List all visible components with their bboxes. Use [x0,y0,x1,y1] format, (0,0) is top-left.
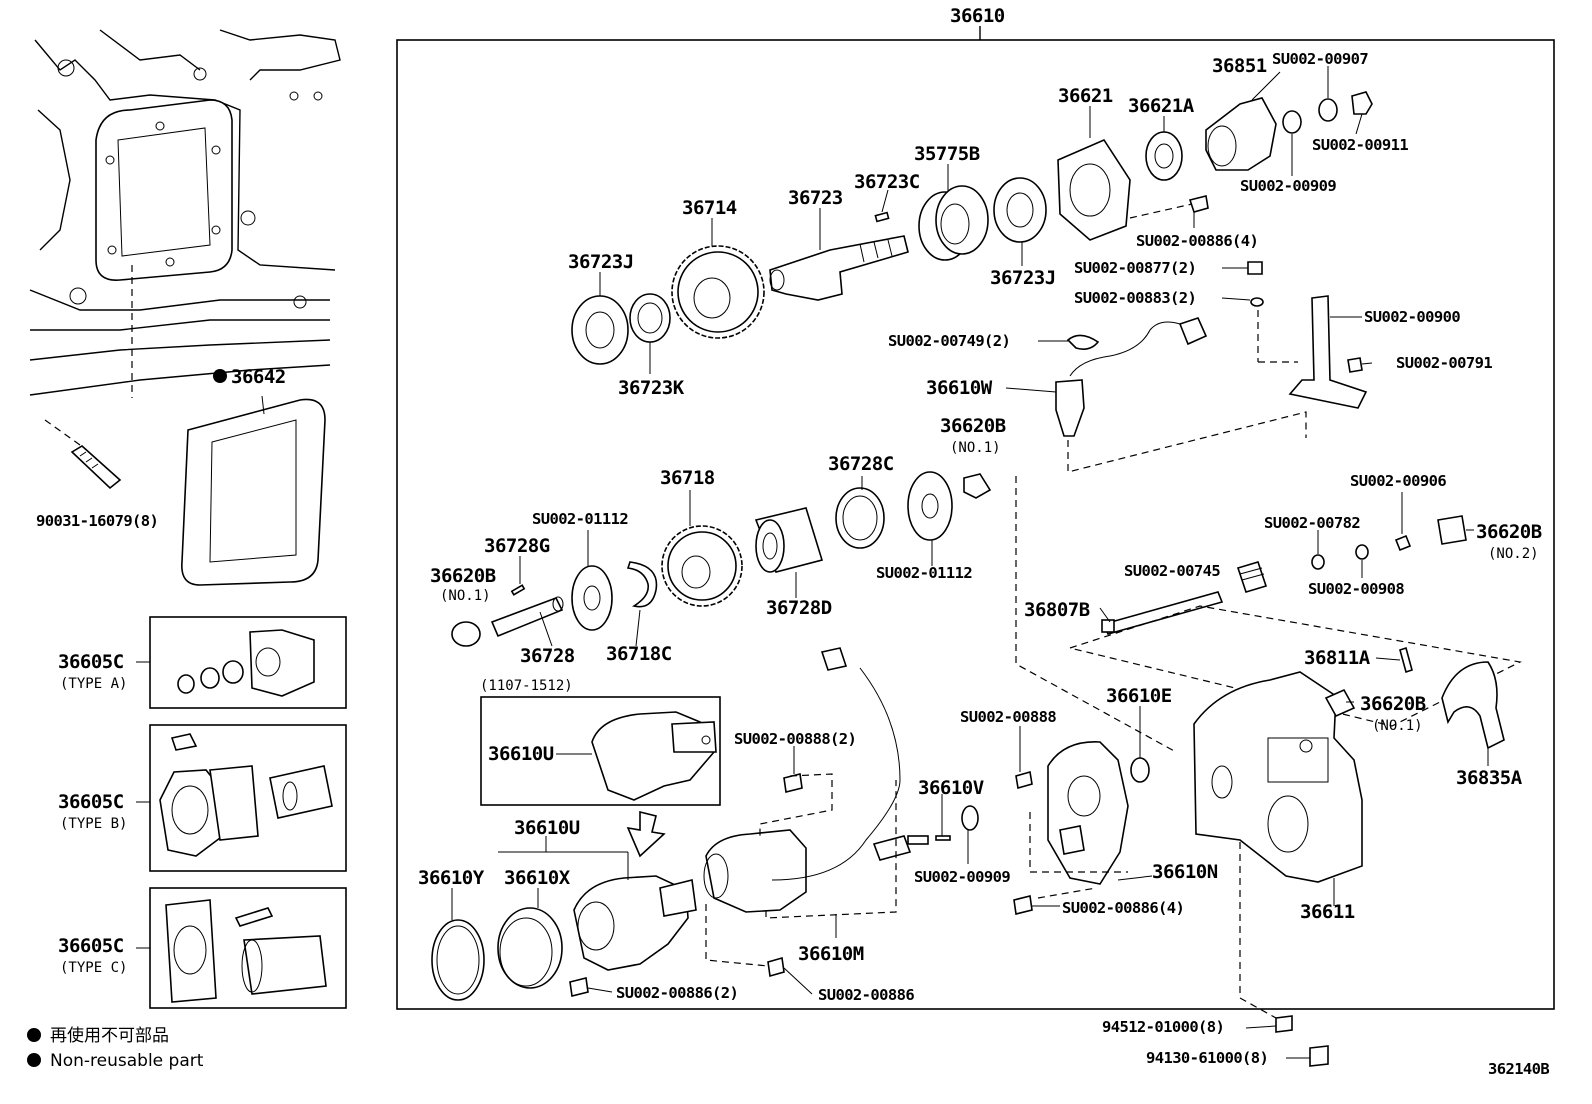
legend-en: Non-reusable part [50,1051,204,1071]
lower-row-leaders [451,701,1489,1059]
non-reusable-marker-icon [213,369,227,383]
note-no1-upper: (NO.1) [950,440,1001,456]
part-36610e: 36610E [1106,685,1172,707]
note-production-range: (1107-1512) [480,678,573,694]
type-c-part-number: 36605C [58,935,124,957]
part-36610m: 36610M [798,943,864,965]
part-su002-00877: SU002-00877(2) [1074,259,1196,277]
part-36620b-no1-lower: 36620B [1360,693,1426,715]
part-su002-00883: SU002-00883(2) [1074,289,1196,307]
part-36610u: 36610U [514,817,580,839]
type-a-parts [177,629,315,697]
part-su002-00886: SU002-00886 [818,986,914,1004]
part-36610x: 36610X [504,867,571,889]
type-a-part-number: 36605C [58,651,124,673]
middle-row-parts [451,471,1522,753]
stud-bolt [70,445,122,490]
legend-dot-icon [27,1053,41,1067]
part-su002-00782: SU002-00782 [1264,514,1360,532]
note-no2: (NO.2) [1488,546,1539,562]
part-36811a: 36811A [1304,647,1371,669]
transmission-case-drawing [29,29,341,446]
part-36621a: 36621A [1128,95,1195,117]
part-36610v: 36610V [918,777,984,799]
part-36620b-left: 36620B [430,565,496,587]
diagram-code: 362140B [1488,1060,1549,1078]
type-c-parts [165,899,327,1003]
part-su002-00911: SU002-00911 [1312,136,1408,154]
part-su002-00909: SU002-00909 [1240,177,1336,195]
part-36728g: 36728G [484,535,550,557]
type-b-parts [159,733,333,857]
part-su002-00888: SU002-00888 [960,708,1056,726]
part-36610w: 36610W [926,377,993,399]
part-35775b: 35775B [914,143,980,165]
part-su002-00749: SU002-00749(2) [888,332,1010,350]
middle-row-leaders [519,476,1474,661]
part-36723j-right: 36723J [990,267,1056,289]
part-94130-61000: 94130-61000(8) [1146,1049,1268,1067]
part-36728c: 36728C [828,453,894,475]
part-36835a: 36835A [1456,767,1523,789]
part-su002-00908: SU002-00908 [1308,580,1404,598]
part-36723: 36723 [788,187,843,209]
part-su002-00886-4-lower: SU002-00886(4) [1062,899,1184,917]
top-row-labels: 36851 SU002-00907 36621 36621A SU002-009… [568,50,1493,399]
part-su002-01112-left: SU002-01112 [532,510,628,528]
part-su002-00886-4: SU002-00886(4) [1136,232,1258,250]
type-a-box [149,616,347,709]
part-su002-00900: SU002-00900 [1364,308,1460,326]
part-36621: 36621 [1058,85,1113,107]
part-36728: 36728 [520,645,575,667]
part-su002-00906: SU002-00906 [1350,472,1446,490]
type-b-box [149,724,347,872]
legend-dot-icon [27,1028,41,1042]
lower-row-parts [431,647,1505,1067]
part-su002-00909-lower: SU002-00909 [914,868,1010,886]
part-94512-01000: 94512-01000(8) [1102,1018,1224,1036]
part-36718c: 36718C [606,643,672,665]
type-b-part-number: 36605C [58,791,124,813]
part-36728d: 36728D [766,597,832,619]
part-su002-01112-right: SU002-01112 [876,564,972,582]
legend-jp: 再使用不可部品 [50,1025,169,1046]
gasket-part-number: 36642 [231,366,286,388]
part-36723j-left: 36723J [568,251,634,273]
part-su002-00888-2: SU002-00888(2) [734,730,856,748]
part-36610n: 36610N [1152,861,1218,883]
lower-row-labels: (1107-1512) 36610E 36620B (NO.1) SU002-0… [418,678,1523,1067]
variant-box-1107-1512 [480,696,721,806]
gasket-36642 [181,395,326,586]
part-su002-00745: SU002-00745 [1124,562,1220,580]
part-36851: 36851 [1212,55,1267,77]
part-36611: 36611 [1300,901,1355,923]
note-no1-lower: (NO.1) [1372,718,1423,734]
part-36807b: 36807B [1024,599,1090,621]
part-36620b-no2: 36620B [1476,521,1542,543]
part-su002-00791: SU002-00791 [1396,354,1492,372]
top-row-leaders [599,66,1373,393]
assembly-part-number: 36610 [950,5,1005,27]
type-a-label: (TYPE A) [60,676,127,692]
top-row-parts [571,91,1373,473]
type-b-label: (TYPE B) [60,816,127,832]
assembly-box [396,39,1555,1010]
part-36610y: 36610Y [418,867,485,889]
part-36723c: 36723C [854,171,920,193]
part-36620b-upper: 36620B [940,415,1006,437]
part-36714: 36714 [682,197,737,219]
part-36723k: 36723K [618,377,685,399]
part-su002-00886-2: SU002-00886(2) [616,984,738,1002]
part-36610u-boxed: 36610U [488,743,554,765]
stud-part-number: 90031-16079(8) [36,512,158,530]
part-su002-00907: SU002-00907 [1272,50,1368,68]
type-c-label: (TYPE C) [60,960,127,976]
note-no1-left: (NO.1) [440,588,491,604]
part-36718: 36718 [660,467,715,489]
middle-row-labels: 36620B (NO.1) 36718 36728C SU002-00906 S… [430,415,1542,669]
